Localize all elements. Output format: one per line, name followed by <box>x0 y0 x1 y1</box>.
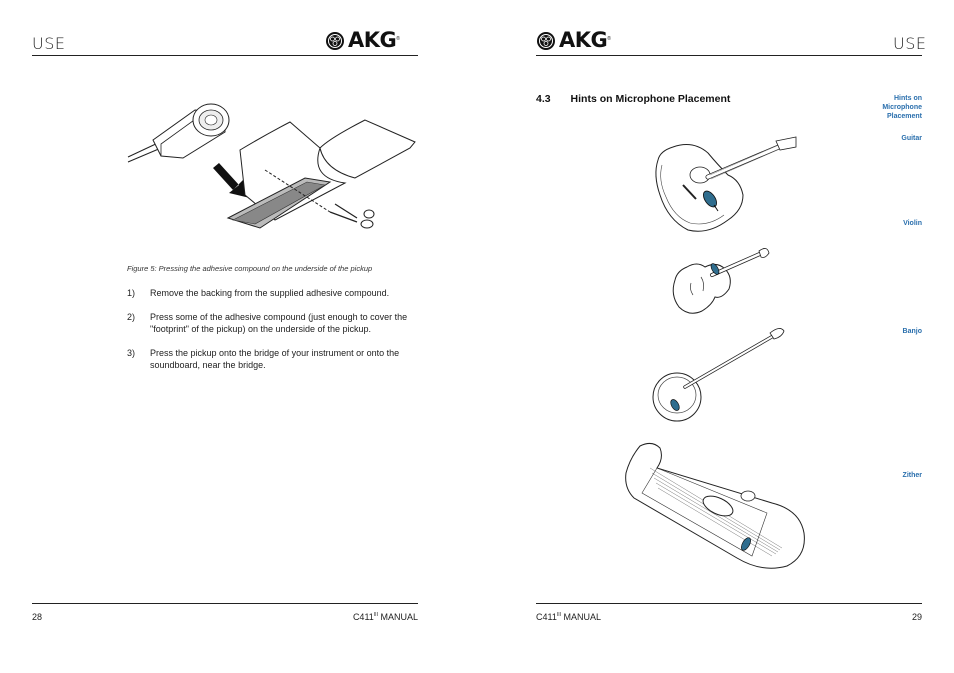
step-number: 3) <box>127 348 136 358</box>
manual-word: MANUAL <box>563 612 602 622</box>
figure-caption: Figure 5: Pressing the adhesive compound… <box>127 264 373 273</box>
pickup-icon <box>703 190 719 212</box>
manual-word: MANUAL <box>380 612 418 622</box>
left-manual-title: C411III MANUAL <box>334 612 418 622</box>
heading-text: Hints on Microphone Placement <box>570 93 731 105</box>
right-akg-logo: AKG® <box>536 30 611 51</box>
right-section-title: USE <box>893 34 927 53</box>
violin-illustration <box>672 248 770 314</box>
sidenote-line: Placement <box>886 113 922 120</box>
sidenote-line: Microphone <box>882 104 922 111</box>
zither-illustration <box>625 442 805 569</box>
step-number: 2) <box>127 312 136 322</box>
manual-sup: III <box>373 612 378 618</box>
left-section-title: USE <box>32 34 66 53</box>
step-number: 1) <box>127 288 136 298</box>
right-footer-rule <box>536 603 922 604</box>
right-manual-title: C411III MANUAL <box>536 612 601 622</box>
pickup-icon <box>710 263 720 275</box>
right-brand-text: AKG <box>559 28 608 52</box>
sidenote-hints: Hints on Microphone Placement <box>842 94 922 121</box>
heading-number: 4.3 <box>536 93 551 105</box>
right-page-number: 29 <box>911 612 922 622</box>
guitar-illustration <box>655 136 797 232</box>
sidenote-violin: Violin <box>903 220 922 227</box>
sidenote-guitar: Guitar <box>901 135 922 142</box>
manual-sup: III <box>556 612 562 618</box>
akg-emblem-icon <box>537 31 555 50</box>
akg-emblem-icon <box>326 31 344 50</box>
left-brand-text: AKG <box>348 28 397 52</box>
pickup-icon <box>741 537 751 551</box>
left-akg-logo: AKG® <box>325 30 400 51</box>
left-footer-rule <box>32 603 418 604</box>
pickup-adhesive-illustration <box>127 103 416 229</box>
sidenote-line: Hints on <box>894 95 922 102</box>
left-header-rule <box>32 55 418 56</box>
manual-model: C411 <box>352 612 374 622</box>
sidenote-banjo: Banjo <box>902 328 922 335</box>
banjo-illustration <box>652 328 785 422</box>
pickup-icon <box>670 399 680 411</box>
step-text: Press the pickup onto the bridge of your… <box>150 348 400 370</box>
right-header-rule <box>536 55 922 56</box>
sidenote-zither: Zither <box>902 472 922 479</box>
scissors-icon <box>329 203 375 229</box>
left-page-number: 28 <box>32 612 43 622</box>
section-heading: 4.3 Hints on Microphone Placement <box>536 93 730 105</box>
step-text: Press some of the adhesive compound (jus… <box>150 312 408 334</box>
step-text: Remove the backing from the supplied adh… <box>150 288 390 298</box>
manual-model: C411 <box>536 612 557 622</box>
